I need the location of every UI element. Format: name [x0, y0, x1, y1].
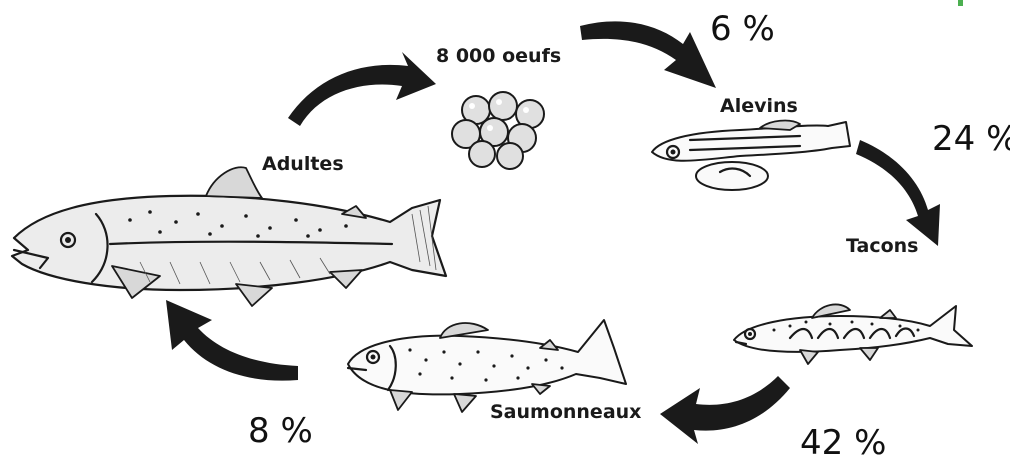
arrow-oeufs-to-alevins — [580, 21, 716, 88]
survival-tacons-to-saumonneaux: 42 % — [800, 423, 886, 461]
label-saumonneaux: Saumonneaux — [490, 401, 641, 423]
arrow-saumonneaux-to-adultes — [166, 300, 298, 381]
adulte-illustration — [12, 167, 446, 306]
eggs-cluster-illustration — [452, 92, 544, 169]
survival-saumonneaux-to-adultes: 8 % — [248, 411, 313, 451]
tacon-illustration — [734, 304, 972, 364]
arrow-adultes-to-oeufs — [288, 52, 436, 126]
alevin-illustration — [652, 121, 850, 190]
arrow-alevins-to-tacons — [856, 140, 940, 246]
label-alevins: Alevins — [720, 95, 798, 117]
label-tacons: Tacons — [846, 235, 918, 257]
label-eggs: 8 000 oeufs — [436, 45, 561, 67]
saumonneau-illustration — [348, 320, 626, 412]
survival-alevins-to-tacons: 24 % — [932, 119, 1010, 159]
arrow-tacons-to-saumonneaux — [660, 376, 790, 444]
label-adultes: Adultes — [262, 153, 344, 175]
corner-accent — [958, 0, 963, 6]
survival-eggs-to-alevins: 6 % — [710, 9, 775, 49]
